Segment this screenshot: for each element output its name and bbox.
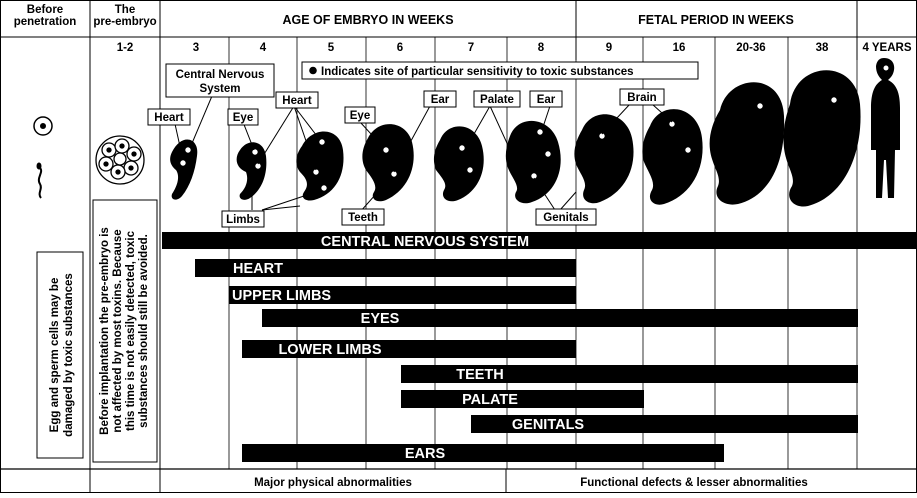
callout-ear-wk7: Ear <box>424 91 456 107</box>
week-label-38: 38 <box>816 42 829 54</box>
sensitivity-dot-icon <box>309 67 317 75</box>
header-before-penetration-line1: Before <box>27 4 63 16</box>
callout-ear-wk8: Ear <box>530 91 562 107</box>
bar-eyes: EYES <box>262 309 858 327</box>
callout-eye-wk6-text: Eye <box>350 110 370 122</box>
callout-eye-wk6: Eye <box>345 107 375 123</box>
bar-label-eyes: EYES <box>361 311 400 327</box>
pre-embryo-note-line3: this time is not easily detected, toxic <box>125 230 137 431</box>
bar-label-palate: PALATE <box>462 392 518 408</box>
bar-label-ears: EARS <box>405 446 446 462</box>
callout-heart-text: Heart <box>282 95 312 107</box>
egg-sperm-note-line1: Egg and sperm cells may be <box>49 278 61 433</box>
week-label-4: 4 <box>260 42 267 54</box>
bar-lower-limbs: LOWER LIMBS <box>242 340 576 358</box>
header-age-of-embryo: AGE OF EMBRYO IN WEEKS <box>282 13 453 27</box>
egg-sperm-note: Egg and sperm cells may be damaged by to… <box>37 252 83 458</box>
callout-ear-wk8-text: Ear <box>537 94 556 106</box>
header-pre-embryo-line1: The <box>115 4 135 16</box>
callout-limbs-text: Limbs <box>226 214 260 226</box>
bar-label-upper-limbs: UPPER LIMBS <box>232 288 331 304</box>
bar-label-genitals: GENITALS <box>512 417 585 433</box>
bar-upper-limbs: UPPER LIMBS <box>229 286 576 304</box>
callout-genitals-text: Genitals <box>543 212 588 224</box>
week-label-8: 8 <box>538 42 545 54</box>
callout-brain: Brain <box>620 89 664 105</box>
callout-heart-wk3-text: Heart <box>154 112 184 124</box>
callout-teeth-text: Teeth <box>348 212 378 224</box>
callout-heart: Heart <box>276 92 318 108</box>
week-label-1-2: 1-2 <box>117 42 134 54</box>
bar-heart: HEART <box>195 259 576 277</box>
header-pre-embryo-line2: pre-embryo <box>93 16 156 28</box>
bar-genitals: GENITALS <box>471 415 858 433</box>
callout-cns-line2: System <box>200 83 241 95</box>
embryo-week7-silhouette <box>434 126 484 201</box>
bar-label-lower-limbs: LOWER LIMBS <box>278 342 381 358</box>
week-label-4-years: 4 YEARS <box>862 42 911 54</box>
callout-teeth: Teeth <box>342 209 384 225</box>
callout-palate-text: Palate <box>480 94 514 106</box>
header-fetal-period: FETAL PERIOD IN WEEKS <box>638 13 794 27</box>
week-label-16: 16 <box>673 42 686 54</box>
bar-label-heart: HEART <box>233 261 283 277</box>
pre-embryo-note-line4: substances should still be avoided. <box>138 234 150 428</box>
fetus-week20-36-silhouette <box>710 82 785 204</box>
callout-palate: Palate <box>474 91 520 107</box>
week-label-3: 3 <box>193 42 199 54</box>
callout-eye-wk4-text: Eye <box>233 112 253 124</box>
callout-genitals: Genitals <box>536 209 596 225</box>
egg-cell-icon <box>34 117 52 135</box>
week-label-5: 5 <box>328 42 335 54</box>
bar-teeth: TEETH <box>401 365 858 383</box>
callout-limbs: Limbs <box>222 211 264 227</box>
bar-label-teeth: TEETH <box>456 367 504 383</box>
header-before-penetration-line2: penetration <box>14 16 77 28</box>
week-label-9: 9 <box>606 42 612 54</box>
embryo-week8-silhouette <box>506 121 561 203</box>
footer-major-abnormalities: Major physical abnormalities <box>254 477 412 489</box>
week-label-7: 7 <box>468 42 474 54</box>
sensitivity-bars: CENTRAL NERVOUS SYSTEM HEART UPPER LIMBS… <box>162 232 917 462</box>
egg-sperm-note-line2: damaged by toxic substances <box>63 273 75 437</box>
week-label-6: 6 <box>397 42 403 54</box>
pre-embryo-note: Before implantation the pre-embryo is no… <box>93 200 157 462</box>
bar-palate: PALATE <box>401 390 644 408</box>
callout-ear-wk7-text: Ear <box>431 94 450 106</box>
embryo-week6-silhouette <box>362 124 413 201</box>
pre-embryo-note-line2: not affected by most toxins. Because <box>112 229 124 432</box>
callout-cns: Central Nervous System <box>166 64 274 97</box>
week-label-20-36: 20-36 <box>736 42 765 54</box>
callout-cns-line1: Central Nervous <box>176 69 265 81</box>
embryo-week9-silhouette <box>574 114 633 203</box>
embryo-week3-silhouette <box>170 140 197 200</box>
sperm-cell-icon <box>39 168 41 198</box>
pre-embryo-icon <box>96 136 144 184</box>
legend-note: Indicates site of particular sensitivity… <box>302 62 698 79</box>
pre-embryo-note-line1: Before implantation the pre-embryo is <box>99 227 111 435</box>
footer-functional-defects: Functional defects & lesser abnormalitie… <box>580 477 808 489</box>
bar-ears: EARS <box>242 444 724 462</box>
legend-note-text: Indicates site of particular sensitivity… <box>321 66 634 78</box>
sperm-head-icon <box>37 163 42 170</box>
fetus-week38-silhouette <box>783 70 860 206</box>
child-4-years-silhouette <box>871 58 900 198</box>
bar-label-central-nervous-system: CENTRAL NERVOUS SYSTEM <box>321 234 529 250</box>
callout-brain-text: Brain <box>627 92 656 104</box>
bar-central-nervous-system: CENTRAL NERVOUS SYSTEM <box>162 232 917 250</box>
callout-heart-wk3: Heart <box>148 109 190 125</box>
callout-eye-wk4: Eye <box>228 109 258 125</box>
